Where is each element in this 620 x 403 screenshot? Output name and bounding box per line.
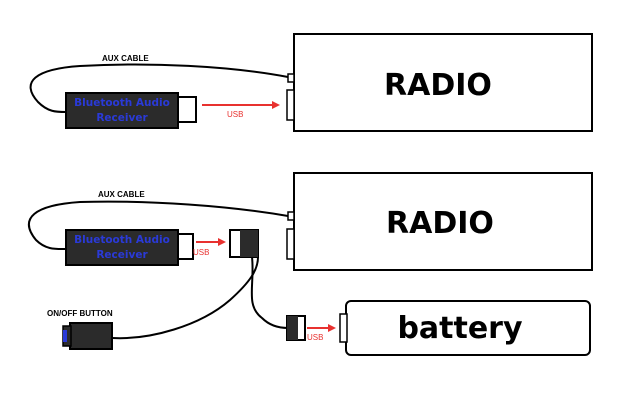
- usb-label: USB: [227, 110, 243, 119]
- usb-socket-block-dark: [240, 230, 258, 257]
- receiver-label-line1: Bluetooth Audio: [74, 97, 170, 109]
- aux-cable: [28, 200, 289, 251]
- usb-label: USB: [307, 333, 323, 342]
- onoff-button-accent: [63, 330, 67, 342]
- button-label: ON/OFF BUTTON: [47, 309, 113, 318]
- bluetooth-receiver: [65, 229, 179, 266]
- battery-usb-port: [339, 313, 348, 343]
- onoff-button-body: [69, 322, 113, 350]
- diagram-bottom: AUX CABLE Bluetooth Audio Receiver USB O…: [28, 172, 593, 356]
- aux-cable-label: AUX CABLE: [98, 190, 145, 199]
- receiver-label-line2: Receiver: [96, 112, 148, 124]
- aux-cable: [29, 63, 289, 113]
- radio-label: RADIO: [386, 206, 494, 241]
- receiver-label-line1: Bluetooth Audio: [74, 234, 170, 246]
- radio-box: [293, 172, 593, 271]
- battery-wire: [250, 256, 289, 329]
- battery-label: battery: [397, 311, 523, 346]
- button-wire: [111, 256, 259, 340]
- usb-label: USB: [193, 248, 209, 257]
- receiver-usb-plug: [177, 233, 194, 260]
- aux-cable-label: AUX CABLE: [102, 54, 149, 63]
- radio-usb-port: [286, 89, 295, 121]
- diagram-top: AUX CABLE Bluetooth Audio Receiver USB R…: [29, 33, 593, 132]
- radio-aux-port: [287, 73, 295, 83]
- receiver-usb-plug: [177, 96, 197, 123]
- receiver-label-line2: Receiver: [96, 249, 148, 261]
- battery-plug-dark: [287, 316, 298, 340]
- radio-label: RADIO: [384, 68, 492, 103]
- radio-usb-port: [286, 228, 295, 260]
- radio-aux-port: [287, 211, 295, 221]
- radio-box: [293, 33, 593, 132]
